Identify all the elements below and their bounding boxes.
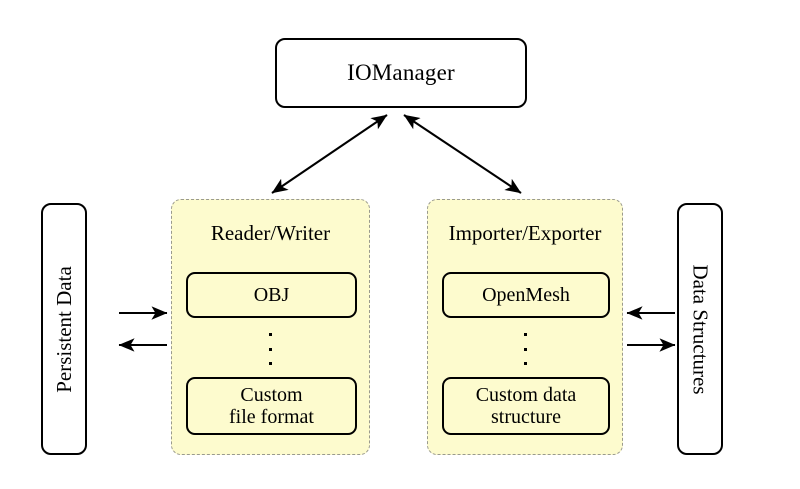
group-reader-writer[interactable]: Reader/Writer OBJ Custom file format [171,199,370,455]
arrow-manager-to-importer-exporter [403,114,522,194]
custom-data-structure-line2: structure [491,406,561,428]
node-custom-data-structure[interactable]: Custom data structure [442,377,610,435]
data-structures-label: Data Structures [688,263,713,395]
custom-file-format-line1: Custom [240,383,303,406]
obj-label: OBJ [253,283,290,306]
iomanager-label: IOManager [347,60,455,85]
custom-file-format-label: Custom file format [229,384,314,429]
importer-exporter-ellipsis-icon [428,333,622,365]
custom-file-format-line2: file format [229,406,314,428]
group-reader-writer-title: Reader/Writer [210,221,331,245]
node-persistent-data[interactable]: Persistent Data [41,203,87,455]
custom-data-structure-label: Custom data structure [476,384,577,429]
node-obj[interactable]: OBJ [186,272,357,318]
group-importer-exporter[interactable]: Importer/Exporter OpenMesh Custom data s… [427,199,623,455]
openmesh-label: OpenMesh [482,283,570,306]
group-importer-exporter-title: Importer/Exporter [448,221,602,245]
persistent-data-label: Persistent Data [51,265,76,393]
node-iomanager[interactable]: IOManager [275,38,527,108]
custom-data-structure-line1: Custom data [475,383,577,406]
node-openmesh[interactable]: OpenMesh [442,272,610,318]
reader-writer-ellipsis-icon [172,333,369,365]
node-custom-file-format[interactable]: Custom file format [186,377,357,435]
node-data-structures[interactable]: Data Structures [677,203,723,455]
arrow-manager-to-reader-writer [271,114,388,194]
